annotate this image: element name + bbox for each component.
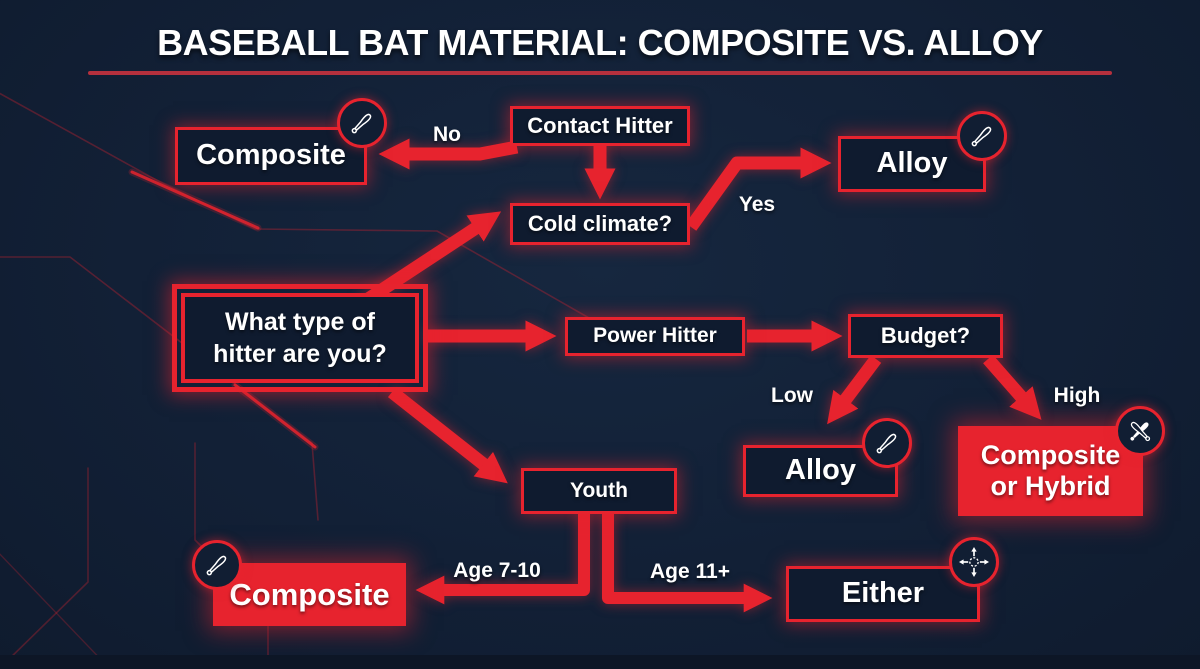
node-budget: Budget?: [848, 314, 1003, 358]
arrow-budget-low-to-alloy: [827, 355, 882, 425]
node-root-question: What type of hitter are you?: [172, 284, 428, 392]
edge-label-age-11-plus: Age 11+: [650, 560, 730, 583]
arrow-no-to-composite: [378, 138, 519, 170]
node-label: Cold climate?: [527, 211, 673, 237]
bat-icon: [862, 418, 912, 468]
edge-label-low: Low: [771, 384, 813, 407]
node-root-inner: What type of hitter are you?: [181, 293, 419, 383]
node-label: Contact Hitter: [527, 113, 673, 139]
edge-label-no: No: [433, 123, 461, 146]
node-cold-climate: Cold climate?: [510, 203, 690, 245]
circuit-line-glow: [231, 381, 319, 451]
bat-icon: [192, 540, 242, 590]
node-label: Budget?: [880, 323, 971, 349]
node-label: Youth: [570, 478, 628, 502]
all-directions-icon: [949, 537, 999, 587]
node-contact-hitter: Contact Hitter: [510, 106, 690, 146]
edge-label-yes: Yes: [738, 193, 776, 216]
node-label: Composite or Hybrid: [980, 439, 1121, 501]
circuit-line: [233, 383, 317, 449]
bottom-border-band: [0, 655, 1200, 669]
node-label: Composite: [196, 139, 346, 172]
node-power-hitter: Power Hitter: [565, 317, 745, 356]
arrow-root-to-youth: [387, 386, 508, 484]
node-label: Either: [841, 577, 925, 610]
arrow-youth-age11-to-either: [602, 512, 773, 613]
arrow-budget-high-to-composite-hybrid: [983, 354, 1042, 420]
bat-icon: [957, 111, 1007, 161]
node-composite-contact: Composite: [175, 127, 367, 185]
node-label: Alloy: [785, 454, 856, 487]
bat-icon: [337, 98, 387, 148]
node-composite-youth: Composite: [213, 563, 406, 626]
circuit-line: [3, 467, 89, 665]
crossed-bats-icon: [1115, 406, 1165, 456]
page-title: BASEBALL BAT MATERIAL: COMPOSITE VS. ALL…: [157, 22, 1043, 63]
node-label: Power Hitter: [593, 324, 717, 348]
node-either: Either: [786, 566, 980, 622]
node-composite-or-hybrid: Composite or Hybrid: [958, 426, 1143, 516]
title-bar: BASEBALL BAT MATERIAL: COMPOSITE VS. ALL…: [0, 22, 1200, 64]
node-label: Alloy: [876, 147, 948, 180]
node-label: Composite: [229, 576, 390, 612]
node-youth: Youth: [521, 468, 677, 514]
node-label: What type of hitter are you?: [213, 307, 387, 369]
edge-label-age-7-10: Age 7-10: [453, 559, 541, 582]
edge-label-high: High: [1053, 384, 1101, 407]
title-underline: [88, 71, 1112, 75]
node-alloy-cold: Alloy: [838, 136, 986, 192]
circuit-line: [0, 553, 111, 669]
